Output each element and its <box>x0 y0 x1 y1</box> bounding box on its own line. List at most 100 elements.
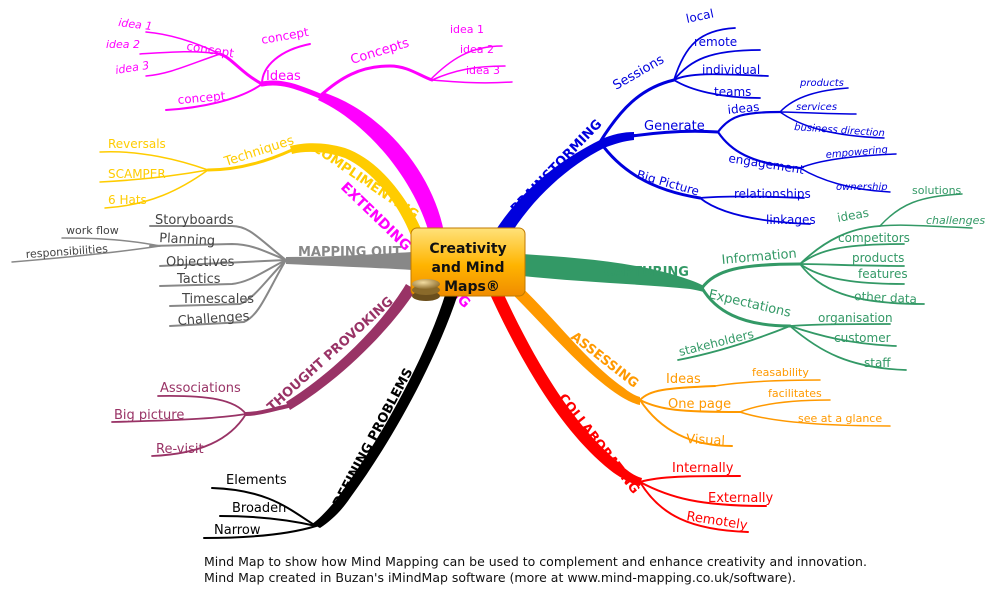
main-branch-capturing <box>522 254 704 292</box>
node-label: 6 Hats <box>108 193 147 207</box>
branch-line <box>673 49 761 81</box>
node-label: ideas <box>727 100 760 117</box>
node-label: linkages <box>766 213 816 227</box>
branch-line <box>779 111 857 115</box>
branch-line <box>149 225 287 261</box>
node-label: work flow <box>66 224 119 237</box>
branch-line <box>431 79 513 84</box>
node-label: Associations <box>160 381 241 396</box>
branch-label-thought-provoking: THOUGHT PROVOKING <box>265 294 397 415</box>
branch-line <box>165 83 263 111</box>
node-label: ideas <box>836 206 870 225</box>
central-box <box>410 227 526 297</box>
branch-line <box>700 286 792 328</box>
node-label: responsibilities <box>25 242 108 261</box>
branch-line <box>159 259 287 267</box>
branch-line <box>673 73 769 81</box>
branch-line <box>699 195 805 199</box>
branch-line <box>799 263 905 285</box>
node-label: individual <box>702 63 760 77</box>
branch-line <box>789 323 891 327</box>
node-label: idea 3 <box>114 59 150 77</box>
branch-line <box>799 225 881 265</box>
main-branch-extending-thinking <box>318 92 444 236</box>
branch-label-capturing: CAPTURING <box>604 265 689 280</box>
node-label: idea 2 <box>460 43 494 56</box>
branch-line <box>779 111 885 139</box>
branch-line <box>630 129 720 138</box>
branch-line <box>429 45 503 81</box>
branch-line <box>169 259 287 327</box>
branch-line <box>673 27 736 81</box>
main-branch-mapping-out <box>286 252 412 270</box>
branch-line <box>879 193 963 227</box>
branch-line <box>151 413 247 457</box>
branch-line <box>149 242 287 261</box>
main-branch-thought-provoking <box>286 284 416 410</box>
branch-line <box>639 481 749 533</box>
branch-line <box>99 150 209 171</box>
branch-line <box>99 169 209 183</box>
node-label: Challenges <box>177 309 250 329</box>
central-title-line: Maps® <box>444 279 500 295</box>
branch-line <box>206 148 294 172</box>
branch-line <box>879 224 973 229</box>
node-label: Timescales <box>181 292 254 307</box>
node-label: other data <box>854 289 917 306</box>
branch-line <box>789 325 907 371</box>
node-label: customer <box>834 331 891 345</box>
node-label: empowering <box>825 145 888 161</box>
branch-line <box>159 259 287 287</box>
branch-line <box>639 385 716 401</box>
node-label: products <box>852 251 904 265</box>
branch-label-brainstorming: BRAINSTORMING <box>508 117 605 217</box>
node-label: Storyboards <box>155 213 234 228</box>
node-label: services <box>796 102 837 113</box>
branch-line <box>598 140 702 200</box>
node-label: solutions <box>912 184 962 197</box>
main-branch-assessing <box>504 280 640 405</box>
node-label: idea 2 <box>106 38 140 51</box>
node-label: see at a glance <box>798 412 882 425</box>
branch-line <box>716 130 802 170</box>
branch-line <box>739 399 831 413</box>
node-label: features <box>858 267 908 281</box>
node-label: engagement <box>728 151 806 177</box>
node-label: idea 1 <box>450 23 484 36</box>
branch-line <box>104 169 209 209</box>
branch-line <box>244 404 290 416</box>
main-branch-collaborating <box>488 286 642 486</box>
node-label: teams <box>714 85 751 99</box>
node-label: Internally <box>672 461 734 476</box>
node-ideas: Ideas <box>266 69 301 84</box>
caption: Mind Map to show how Mind Mapping can be… <box>204 554 867 586</box>
branch-line <box>799 167 891 193</box>
branch-line <box>139 50 221 55</box>
branch-label-collaborating: COLLABORATING <box>555 391 642 497</box>
node-label: Sessions <box>611 52 668 93</box>
node-label: Expectations <box>707 287 792 321</box>
branch-label-defining-problems: DEFINING PROBLEMS <box>330 366 416 510</box>
node-label: Broaden <box>232 501 286 516</box>
node-label: competitors <box>838 231 910 245</box>
node-label: concept <box>177 89 226 107</box>
branch-line <box>111 413 247 423</box>
node-label: staff <box>864 356 891 370</box>
branch-line <box>714 379 821 387</box>
node-label: business direction <box>794 122 885 139</box>
branch-line <box>431 65 506 81</box>
branch-line <box>799 263 925 305</box>
node-label: local <box>685 6 715 26</box>
node-label: Visual <box>686 432 726 449</box>
node-label: Externally <box>708 491 774 506</box>
node-label: feasability <box>752 366 809 379</box>
node-label: Reversals <box>108 137 166 151</box>
branch-line <box>779 87 849 113</box>
node-label: challenges <box>926 214 985 227</box>
caption-line-2: Mind Map created in Buzan's iMindMap sof… <box>204 570 797 585</box>
node-concepts: Concepts <box>349 36 411 68</box>
node-label: Elements <box>226 473 287 488</box>
node-label: Objectives <box>166 255 235 270</box>
branch-line <box>799 243 905 265</box>
